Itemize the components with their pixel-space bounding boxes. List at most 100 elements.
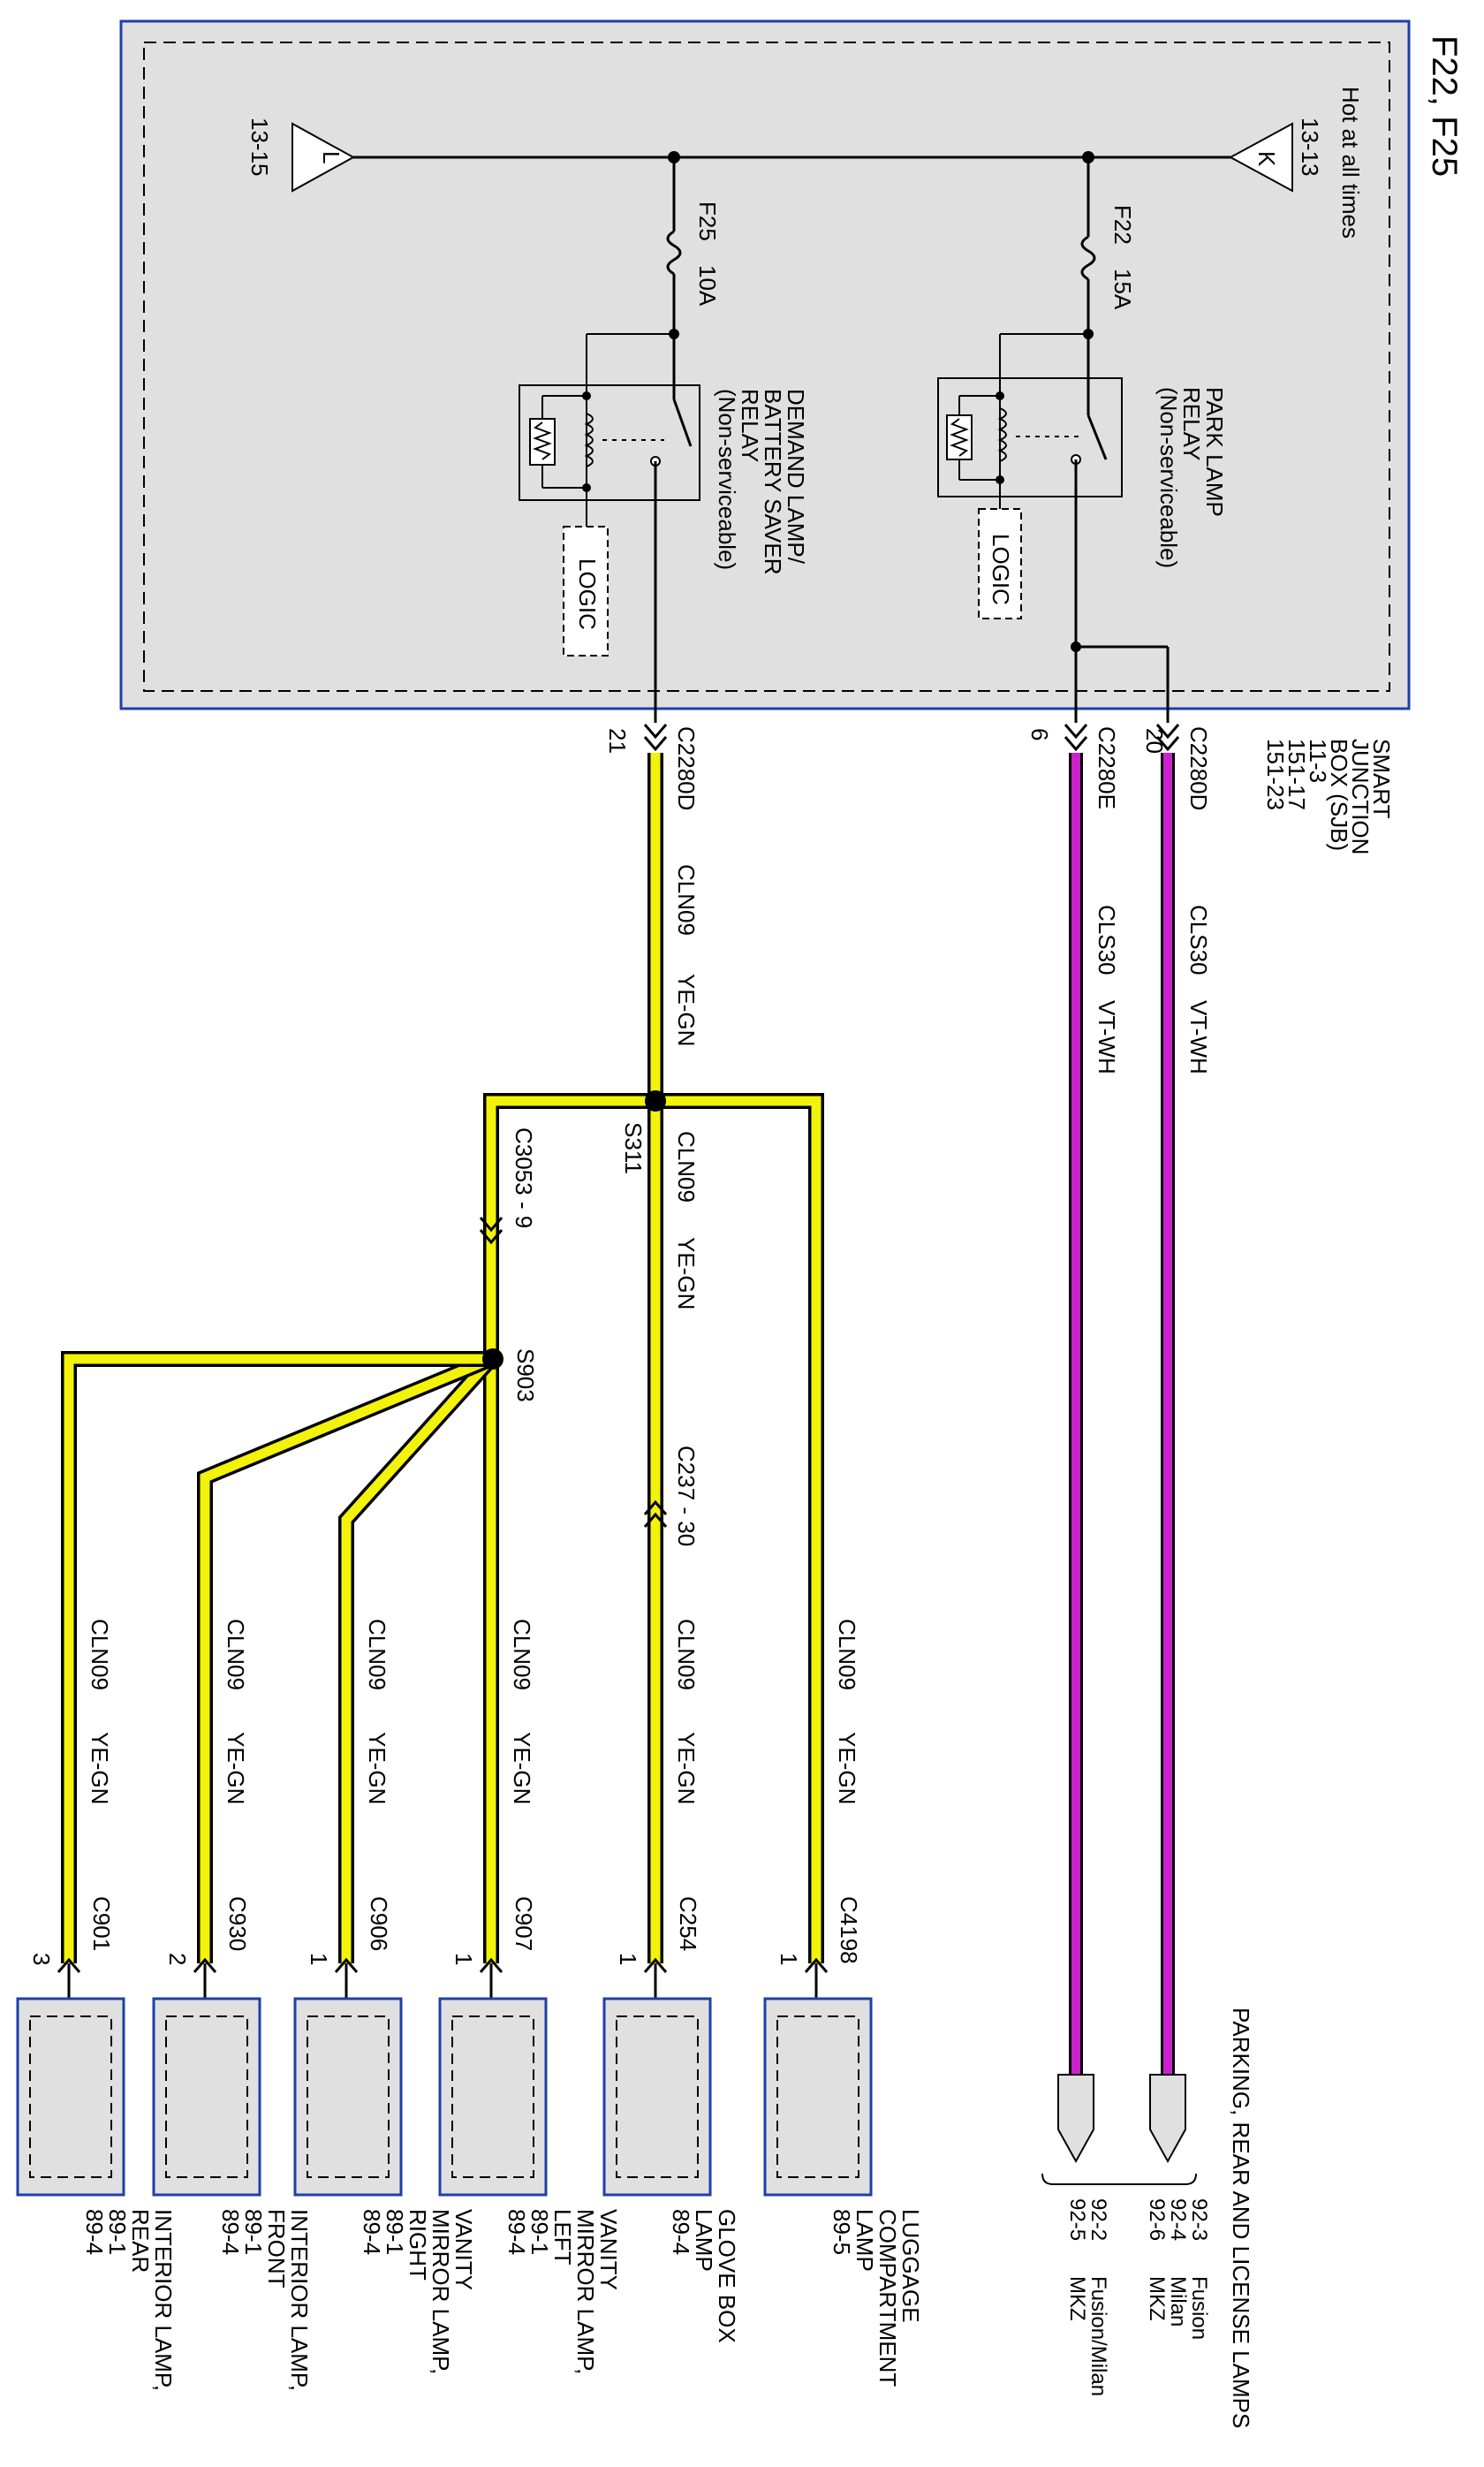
svg-text:SMART: SMART bbox=[1368, 739, 1395, 819]
load-label-line: 89-1 bbox=[526, 2209, 553, 2255]
c2280e-pin6-name: C2280E bbox=[1094, 726, 1120, 809]
load-label-line: 89-4 bbox=[504, 2209, 530, 2255]
load-wire-circuit: CLN09 bbox=[223, 1619, 249, 1690]
trunk-color: YE-GN bbox=[673, 974, 700, 1046]
relay2-resistor-zigzag bbox=[533, 421, 552, 460]
load-wire-circuit: CLN09 bbox=[834, 1619, 860, 1690]
load-connector-name: C907 bbox=[511, 1896, 537, 1951]
load-label-line: INTERIOR LAMP, bbox=[150, 2209, 177, 2391]
mid-circuit: CLN09 bbox=[673, 1131, 700, 1203]
svg-text:Milan: Milan bbox=[1166, 2276, 1190, 2327]
load-label-line: 89-1 bbox=[104, 2209, 131, 2255]
splice-s311 bbox=[645, 1090, 666, 1112]
parking-refs-group1: 92-3 92-4 92-6 Fusion Milan MKZ bbox=[1145, 2198, 1211, 2340]
relay2-logic-box bbox=[563, 526, 609, 657]
load-wire-circuit: CLN09 bbox=[509, 1619, 535, 1690]
purple-e-color: VT-WH bbox=[1094, 1000, 1120, 1074]
load-wire-color: YE-GN bbox=[673, 1732, 700, 1804]
bus-input-triangle bbox=[1228, 122, 1293, 193]
c2280d-pin20-chevron bbox=[1155, 724, 1180, 752]
svg-text:11-3: 11-3 bbox=[1305, 739, 1331, 783]
svg-text:RELAY: RELAY bbox=[1178, 387, 1205, 460]
parking-brace bbox=[1041, 2173, 1197, 2185]
parking-title: PARKING, REAR AND LICENSE LAMPS bbox=[1228, 2008, 1254, 2428]
load-label-line: REAR bbox=[127, 2209, 154, 2273]
load-connector-name: C930 bbox=[224, 1896, 251, 1951]
load-box bbox=[602, 1997, 712, 2197]
c2280d-pin21-name: C2280D bbox=[673, 726, 700, 810]
load-box bbox=[152, 1997, 261, 2197]
load-wire-color: YE-GN bbox=[834, 1732, 860, 1804]
bus-output-ref: 13-15 bbox=[246, 118, 273, 177]
load-box-inner bbox=[307, 2015, 390, 2178]
load-box-inner bbox=[776, 2015, 859, 2178]
svg-text:MKZ: MKZ bbox=[1145, 2276, 1169, 2321]
load-box bbox=[763, 1997, 873, 2197]
purple-e-circuit: CLS30 bbox=[1094, 905, 1120, 975]
parking-terminal-d bbox=[1149, 2074, 1186, 2164]
load-connector-pin: 1 bbox=[450, 1953, 477, 1965]
c3053-connector bbox=[479, 1217, 504, 1245]
load-connector-pin: 1 bbox=[615, 1953, 641, 1965]
relay2-coil bbox=[584, 413, 594, 467]
load-connector-chevron bbox=[57, 1957, 81, 1973]
load-label-line: LUGGAGE bbox=[897, 2209, 924, 2323]
c2280e-pin6-pin: 6 bbox=[1026, 728, 1053, 740]
load-label-line: LAMP bbox=[691, 2209, 717, 2272]
parking-terminal-e bbox=[1057, 2074, 1094, 2164]
yellow-wire-s903-to-right-vanity bbox=[338, 1353, 497, 1963]
load-label-line: 89-4 bbox=[81, 2209, 108, 2255]
f25-fuse bbox=[666, 230, 682, 276]
load-wire-color: YE-GN bbox=[87, 1732, 113, 1804]
load-label-line: LAMP bbox=[852, 2209, 878, 2272]
svg-text:92-5: 92-5 bbox=[1065, 2198, 1089, 2241]
load-connector-name: C4198 bbox=[836, 1896, 862, 1964]
load-1: CLN09YE-GNC41981LUGGAGECOMPARTMENTLAMP89… bbox=[763, 1619, 924, 2387]
f25-name: F25 bbox=[694, 201, 721, 241]
c2280d-pin20-name: C2280D bbox=[1185, 726, 1212, 810]
load-wire-color: YE-GN bbox=[509, 1732, 535, 1804]
load-label-line: 89-1 bbox=[240, 2209, 267, 2255]
svg-text:92-4: 92-4 bbox=[1166, 2198, 1190, 2241]
bus-output-triangle bbox=[292, 122, 356, 193]
purple-d-circuit: CLS30 bbox=[1185, 905, 1212, 975]
svg-text:Fusion: Fusion bbox=[1187, 2276, 1211, 2340]
c237-connector bbox=[643, 1499, 668, 1528]
load-wire-circuit: CLN09 bbox=[364, 1619, 390, 1690]
svg-text:PARK LAMP: PARK LAMP bbox=[1201, 387, 1228, 517]
svg-text:(Non-serviceable): (Non-serviceable) bbox=[1155, 387, 1182, 568]
load-label-line: 89-5 bbox=[829, 2209, 855, 2255]
load-label-line: INTERIOR LAMP, bbox=[286, 2209, 313, 2391]
svg-text:151-23: 151-23 bbox=[1262, 739, 1289, 810]
load-connector-pin: 1 bbox=[776, 1953, 802, 1965]
parking-refs-group2: 92-2 92-5 Fusion/Milan MKZ bbox=[1065, 2198, 1110, 2396]
page-title: F22, F25 bbox=[1425, 35, 1464, 177]
load-label-line: MIRROR LAMP, bbox=[428, 2209, 454, 2374]
f22-rating: 15A bbox=[1109, 269, 1136, 310]
svg-text:MKZ: MKZ bbox=[1065, 2276, 1089, 2321]
bus-input-ref: 13-13 bbox=[1297, 118, 1323, 177]
load-connector-pin: 1 bbox=[306, 1953, 332, 1965]
load-box-inner bbox=[451, 2015, 534, 2178]
load-label-line: LEFT bbox=[549, 2209, 576, 2266]
bus-input-letter: K bbox=[1253, 151, 1280, 167]
load-box-inner bbox=[616, 2015, 699, 2178]
relay1-coil bbox=[997, 407, 1007, 462]
yellow-harness bbox=[61, 753, 824, 1963]
load-components: CLN09YE-GNC41981LUGGAGECOMPARTMENTLAMP89… bbox=[16, 1619, 924, 2391]
load-label-line: VANITY bbox=[595, 2209, 622, 2290]
mid-color: YE-GN bbox=[673, 1237, 700, 1309]
load-box bbox=[16, 1997, 125, 2197]
load-wire-circuit: CLN09 bbox=[673, 1619, 700, 1690]
trunk-circuit: CLN09 bbox=[673, 864, 700, 936]
c2280e-pin6-chevron bbox=[1064, 724, 1088, 752]
load-label-line: RIGHT bbox=[405, 2209, 431, 2281]
svg-text:92-6: 92-6 bbox=[1145, 2198, 1169, 2241]
relay1-logic-box bbox=[978, 508, 1022, 619]
load-box-inner bbox=[29, 2015, 112, 2178]
park-lamp-relay bbox=[937, 377, 1123, 497]
